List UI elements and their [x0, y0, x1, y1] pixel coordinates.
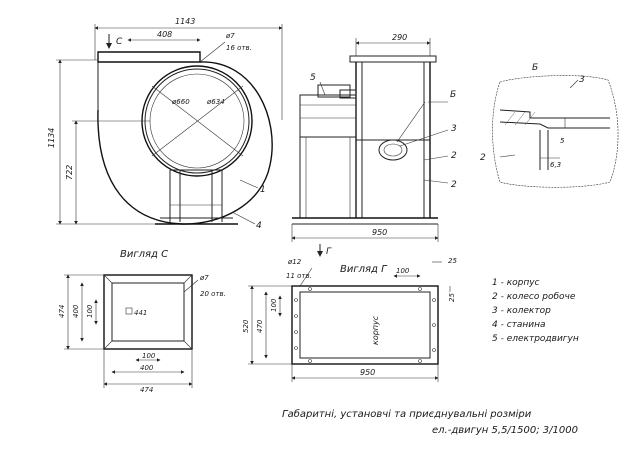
- detail-dim-5: 5: [560, 137, 565, 145]
- view-g-dim-470: 470: [256, 319, 264, 333]
- detail-dim-63: 6,3: [550, 161, 561, 169]
- view-g-holes-11: 11 отв.: [286, 272, 312, 280]
- detail-b-title: Б: [532, 63, 538, 73]
- view-g-dim-25-side: 25: [448, 293, 456, 302]
- callout-2-side-a: 2: [451, 151, 457, 161]
- callout-5: 5: [310, 73, 316, 83]
- dim-1143: 1143: [175, 17, 195, 26]
- dim-d660: ø660: [171, 98, 190, 106]
- view-c-dim-474-bottom: 474: [140, 386, 153, 394]
- view-g-holes: [294, 287, 436, 363]
- front-view: 1143 408 С ø660 ø634 ø7 16 отв. 1134 722: [47, 17, 283, 231]
- view-g-dim-25-top: 25: [448, 257, 457, 265]
- view-c-441: 441: [134, 309, 147, 317]
- view-g-korpus: корпус: [371, 315, 380, 345]
- view-g-dim-520: 520: [242, 319, 250, 333]
- detail-b: Б 5 6,3 3 2: [480, 63, 619, 188]
- view-c: Вигляд С 441 474 400 100 ø7 20 отв. 100 …: [58, 249, 226, 394]
- legend-item-5: 5 - електродвигун: [492, 334, 579, 344]
- view-c-hole-d7: ø7: [199, 274, 209, 282]
- dim-d634: ø634: [206, 98, 225, 106]
- dim-722: 722: [65, 165, 74, 180]
- view-c-dim-474-left: 474: [58, 305, 66, 318]
- view-g-hole-d12: ø12: [287, 258, 302, 266]
- dim-950-side: 950: [372, 228, 387, 237]
- callout-b-side: Б: [450, 90, 456, 100]
- dim-holes-16: 16 отв.: [226, 44, 252, 52]
- view-g-title: Вигляд Г: [340, 264, 388, 275]
- view-c-holes-20: 20 отв.: [200, 290, 226, 298]
- callout-2-side-b: 2: [451, 180, 457, 190]
- callout-3-side: 3: [451, 124, 457, 134]
- view-g-dim-950: 950: [360, 368, 375, 377]
- view-g: Вигляд Г ø12 11 отв. корпус 100 25 25: [242, 257, 457, 382]
- view-c-dim-100-bottom: 100: [142, 352, 156, 360]
- dim-1134: 1134: [47, 128, 56, 148]
- view-c-dim-400-bottom: 400: [140, 364, 154, 372]
- caption-line-1: Габаритні, установчі та приєднувальні ро…: [282, 408, 532, 420]
- view-g-dim-100-left: 100: [270, 298, 278, 312]
- legend-item-4: 4 - станина: [492, 320, 546, 330]
- side-view: 290 950 Г 5 Б: [291, 33, 457, 257]
- detail-callout-3: 3: [579, 75, 585, 85]
- dim-408: 408: [157, 30, 172, 39]
- section-g-label: Г: [326, 247, 332, 257]
- legend-item-2: 2 - колесо робоче: [492, 292, 576, 302]
- detail-callout-2: 2: [480, 153, 486, 163]
- dim-290: 290: [392, 33, 407, 42]
- legend: 1 - корпус 2 - колесо робоче 3 - колекто…: [492, 278, 579, 344]
- legend-item-1: 1 - корпус: [492, 278, 540, 288]
- view-c-dim-100-left: 100: [86, 304, 94, 318]
- view-c-dim-400-left: 400: [72, 304, 80, 318]
- view-c-title: Вигляд С: [120, 249, 168, 260]
- callout-4: 4: [256, 221, 262, 231]
- section-c-label: С: [116, 37, 123, 47]
- callout-1: 1: [260, 185, 266, 195]
- caption-line-2: ел.-двигун 5,5/1500; 3/1000: [432, 425, 578, 436]
- view-g-dim-100-top: 100: [396, 267, 410, 275]
- dim-hole-d7: ø7: [225, 32, 235, 40]
- legend-item-3: 3 - колектор: [492, 306, 551, 316]
